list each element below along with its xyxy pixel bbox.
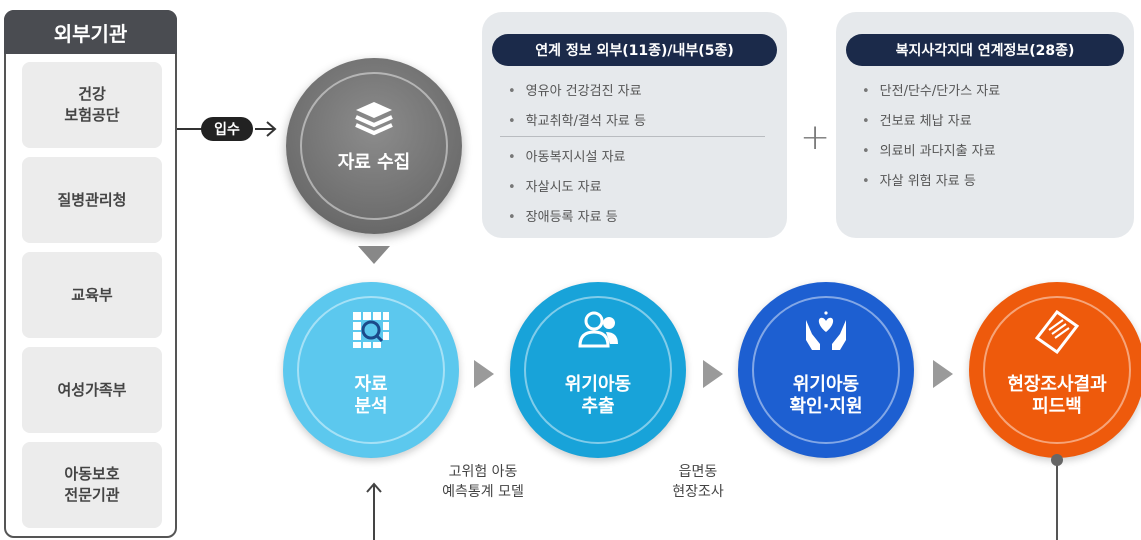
feedback-circle: 현장조사결과 피드백 — [969, 282, 1141, 458]
data-collection-circle: 자료 수집 — [286, 58, 462, 234]
feedback-line — [1056, 462, 1058, 540]
flow-arrow — [474, 360, 494, 388]
info-item: 건보료 체납 자료 — [862, 110, 972, 129]
info-item: 단전/단수/단가스 자료 — [862, 80, 1001, 99]
hands-heart-icon — [806, 311, 846, 350]
process-label: 현장조사결과 피드백 — [1007, 374, 1107, 417]
feedback-dot — [1051, 454, 1063, 466]
welfare-info-box: 복지사각지대 연계정보(28종) 단전/단수/단가스 자료 건보료 체납 자료 … — [836, 12, 1134, 238]
connector-line — [177, 128, 203, 130]
process-label: 위기아동 확인·지원 — [789, 374, 863, 417]
inner-ring — [524, 296, 672, 444]
flow-arrow — [933, 360, 953, 388]
process-label: 위기아동 추출 — [564, 374, 632, 417]
analysis-circle: 자료 분석 — [283, 282, 459, 458]
up-arrow-icon — [366, 482, 382, 540]
down-arrow — [358, 246, 390, 264]
welfare-info-title: 복지사각지대 연계정보(28종) — [846, 34, 1124, 66]
collect-label: 자료 수집 — [337, 152, 411, 173]
extraction-circle: 위기아동 추출 — [510, 282, 686, 458]
info-item: 아동복지시설 자료 — [508, 146, 626, 165]
info-item: 의료비 과다지출 자료 — [862, 140, 996, 159]
linked-info-box: 연계 정보 외부(11종)/내부(5종) 영유아 건강검진 자료 학교취학/결석… — [482, 12, 787, 238]
org-moe: 교육부 — [22, 252, 162, 338]
org-nhis: 건강 보험공단 — [22, 62, 162, 148]
inner-ring — [297, 296, 445, 444]
intake-badge: 입수 — [201, 117, 253, 141]
info-item: 자살시도 자료 — [508, 176, 602, 195]
org-child-protection: 아동보호 전문기관 — [22, 442, 162, 528]
plus-icon: + — [800, 117, 831, 158]
caption-model: 고위험 아동 예측통계 모델 — [442, 464, 524, 500]
inner-ring — [752, 296, 900, 444]
process-label: 자료 분석 — [354, 374, 388, 417]
org-kdca: 질병관리청 — [22, 157, 162, 243]
info-item: 영유아 건강검진 자료 — [508, 80, 642, 99]
info-item: 학교취학/결석 자료 등 — [508, 110, 646, 129]
linked-info-title: 연계 정보 외부(11종)/내부(5종) — [492, 34, 777, 66]
flow-arrow — [703, 360, 723, 388]
divider — [500, 136, 765, 137]
grid-magnifier-icon — [353, 312, 389, 348]
external-agencies-panel: 외부기관 건강 보험공단 질병관리청 교육부 여성가족부 아동보호 전문기관 — [4, 10, 177, 538]
info-item: 장애등록 자료 등 — [508, 206, 618, 225]
document-icon — [1035, 310, 1079, 354]
support-circle: 위기아동 확인·지원 — [738, 282, 914, 458]
info-item: 자살 위험 자료 등 — [862, 170, 976, 189]
people-icon — [578, 311, 618, 348]
inner-ring — [983, 296, 1131, 444]
caption-field-survey: 읍면동 현장조사 — [672, 464, 724, 500]
layers-icon — [355, 102, 393, 136]
arrow-right-icon — [255, 121, 277, 137]
panel-title: 외부기관 — [4, 10, 177, 54]
org-mogef: 여성가족부 — [22, 347, 162, 433]
inner-ring — [300, 72, 448, 220]
